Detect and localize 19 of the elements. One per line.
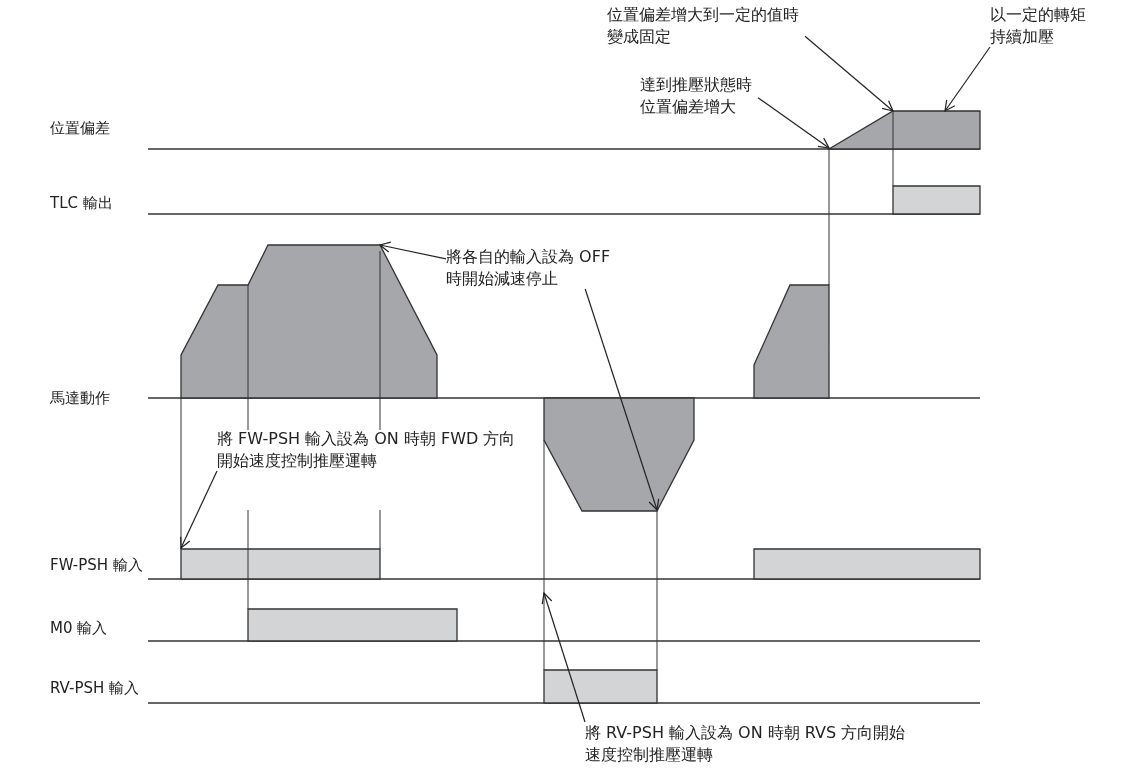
signal-label: FW-PSH 輸入 — [50, 557, 143, 573]
signal-label: TLC 輸出 — [50, 195, 113, 211]
annotation-text: 將各自的輸入設為 OFF 時開始減速停止 — [446, 246, 620, 290]
signal-label: RV-PSH 輸入 — [50, 680, 139, 696]
signal-label: 位置偏差 — [50, 120, 110, 136]
leader-arrow — [804, 35, 894, 112]
leader-arrow — [180, 470, 218, 549]
signal-label: 馬達動作 — [50, 390, 110, 406]
leader-arrow — [757, 97, 830, 149]
leader-arrow — [944, 46, 991, 112]
annotation-text: 達到推壓狀態時位置偏差增大 — [640, 74, 758, 118]
signal-label: M0 輸入 — [50, 620, 108, 636]
annotation-text: 以一定的轉矩持續加壓 — [990, 4, 1090, 48]
annotation-text: 將 RV-PSH 輸入設為 ON 時朝 RVS 方向開始速度控制推壓運轉 — [585, 722, 915, 766]
leader-arrow — [541, 592, 586, 723]
annotation-text: 將 FW-PSH 輸入設為 ON 時朝 FWD 方向開始速度控制推壓運轉 — [217, 428, 517, 472]
leader-arrow — [584, 288, 660, 511]
leader-arrow — [379, 241, 447, 260]
annotation-text: 位置偏差增大到一定的值時變成固定 — [607, 4, 805, 48]
